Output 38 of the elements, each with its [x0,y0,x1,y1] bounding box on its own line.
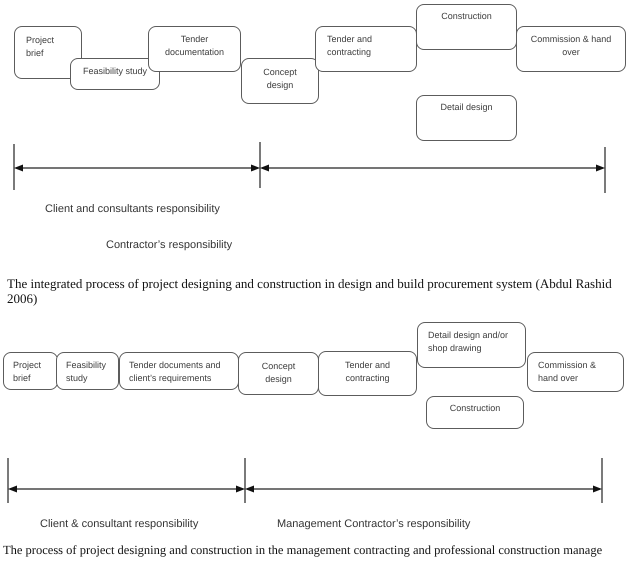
stage-box [148,26,241,72]
stage-label: Project brief [13,359,42,385]
stage-box [241,58,319,104]
figure-caption: The integrated process of project designing and construction in design and build procurement system (Abdul Rashid 2006) [7,276,613,306]
stage-box [238,352,319,395]
stage-label: Construction [441,10,492,23]
stage-label: Project brief [26,34,56,60]
responsibility-label: Management Contractor’s responsibility [277,518,470,531]
responsibility-label: Contractor’s responsibility [106,239,232,252]
stage-label: Tender and contracting [344,359,392,385]
stage-box [318,351,417,396]
stage-box [119,352,239,390]
stage-box [417,322,526,368]
stage-box [527,352,624,392]
figure-caption: The process of project designing and construction in the management contracting and professional construction manage [3,543,602,558]
stage-box [426,396,524,429]
stage-box [315,26,417,72]
stage-label: Feasibility study [66,359,108,385]
stage-label: Commission & hand over [538,359,598,385]
stage-label: Detail design [440,101,493,114]
responsibility-label: Client and consultants responsibility [45,203,220,216]
stage-label: Feasibility study [82,65,148,78]
stage-label: Tender and contracting [327,33,374,59]
stage-label: Tender documents and client’s requirements [129,359,222,385]
stage-label: Commission & hand over [530,33,612,59]
stage-box [3,352,58,390]
stage-label: Tender documentation [164,33,226,59]
stage-box [70,58,160,90]
responsibility-label: Client & consultant responsibility [40,518,198,531]
stage-box [416,95,517,141]
stage-box [416,4,517,50]
stage-box [56,352,119,390]
stage-label: Concept design [262,66,298,92]
stage-box [14,26,82,79]
stage-label: Concept design [260,360,296,386]
stage-box [516,26,626,72]
stage-label: Detail design and/or shop drawing [428,329,510,355]
stage-label: Construction [450,402,500,415]
